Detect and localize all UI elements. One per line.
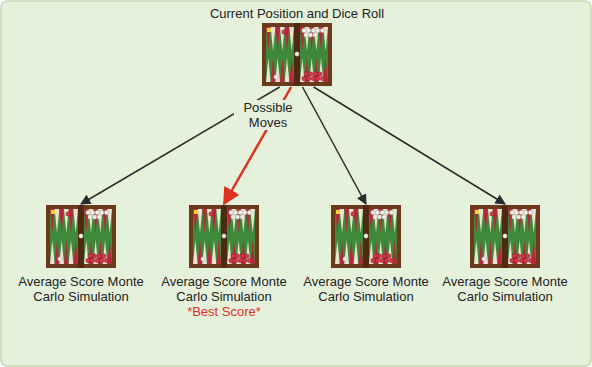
board-illustration: [331, 205, 401, 268]
board-illustration: [189, 205, 259, 268]
move-board: Average Score Monte Carlo Simulation: [440, 205, 570, 304]
move-board: Average Score Monte Carlo Simulation*Bes…: [159, 205, 289, 319]
move-arrow: [303, 87, 366, 204]
board-illustration: [46, 205, 116, 268]
node-caption: Average Score Monte Carlo Simulation: [301, 274, 431, 304]
moves-label: Possible Moves: [234, 100, 302, 130]
backgammon-board: [331, 205, 401, 268]
backgammon-board: [46, 205, 116, 268]
backgammon-board: [262, 23, 332, 86]
node-caption: Average Score Monte Carlo Simulation: [16, 274, 146, 304]
move-board: Average Score Monte Carlo Simulation: [301, 205, 431, 304]
move-board: Average Score Monte Carlo Simulation: [16, 205, 146, 304]
move-arrow: [314, 87, 505, 204]
board-illustration: [262, 23, 332, 86]
best-score-note: *Best Score*: [159, 304, 289, 319]
current-board: Current Position and Dice Roll: [177, 6, 417, 86]
node-caption: Average Score Monte Carlo Simulation: [159, 274, 289, 304]
node-caption: Current Position and Dice Roll: [177, 6, 417, 21]
board-illustration: [470, 205, 540, 268]
backgammon-board: [189, 205, 259, 268]
backgammon-board: [470, 205, 540, 268]
node-caption: Average Score Monte Carlo Simulation: [440, 274, 570, 304]
